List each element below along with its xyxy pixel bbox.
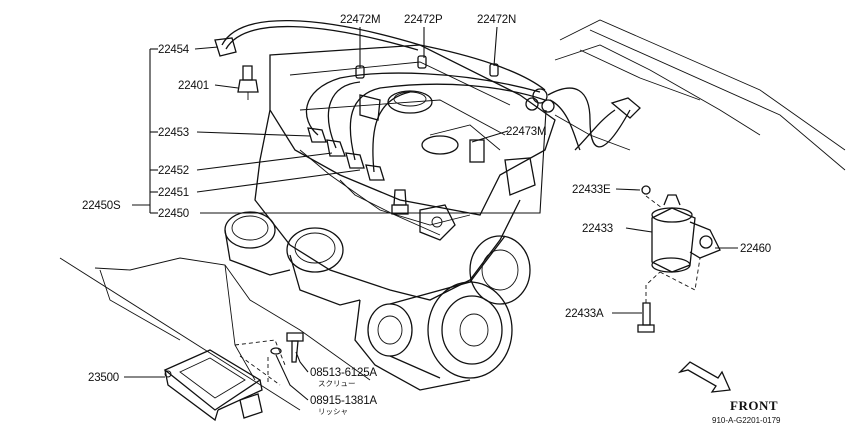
- ignition-wires: [221, 19, 641, 173]
- label-22473M: 22473M: [506, 126, 546, 138]
- spark-plugs: [237, 65, 409, 215]
- label-22433: 22433: [582, 223, 613, 235]
- label-screw-note: スクリュー: [318, 379, 356, 388]
- label-22472P: 22472P: [404, 14, 443, 26]
- label-22452: 22452: [158, 165, 189, 177]
- ignition-module: [163, 332, 304, 422]
- label-23500: 23500: [88, 372, 119, 384]
- ignition-coil: [637, 185, 721, 333]
- label-22472N: 22472N: [477, 14, 516, 26]
- label-22454: 22454: [158, 44, 190, 56]
- label-22460: 22460: [740, 243, 771, 255]
- body-panel-outline: [59, 19, 846, 411]
- label-22472M: 22472M: [340, 14, 380, 26]
- label-22450S: 22450S: [82, 200, 121, 212]
- spark-plug-boots: [214, 37, 385, 181]
- front-label: FRONT: [730, 398, 778, 413]
- label-08915-1381A: 08915-1381A: [310, 395, 377, 407]
- label-22450: 22450: [158, 208, 189, 220]
- label-22451: 22451: [158, 187, 189, 199]
- label-22433E: 22433E: [572, 184, 611, 196]
- label-22453: 22453: [158, 127, 189, 139]
- label-22433A: 22433A: [565, 308, 604, 320]
- label-washer-note: リッシャ: [318, 407, 348, 416]
- leader-lines: [124, 26, 738, 401]
- label-08513-6125A: 08513-6125A: [310, 367, 377, 379]
- front-arrow-icon: [677, 361, 731, 393]
- diagram-code: 910-A-G2201-0179: [712, 416, 781, 425]
- label-22401: 22401: [178, 80, 209, 92]
- engine-block: [224, 44, 556, 391]
